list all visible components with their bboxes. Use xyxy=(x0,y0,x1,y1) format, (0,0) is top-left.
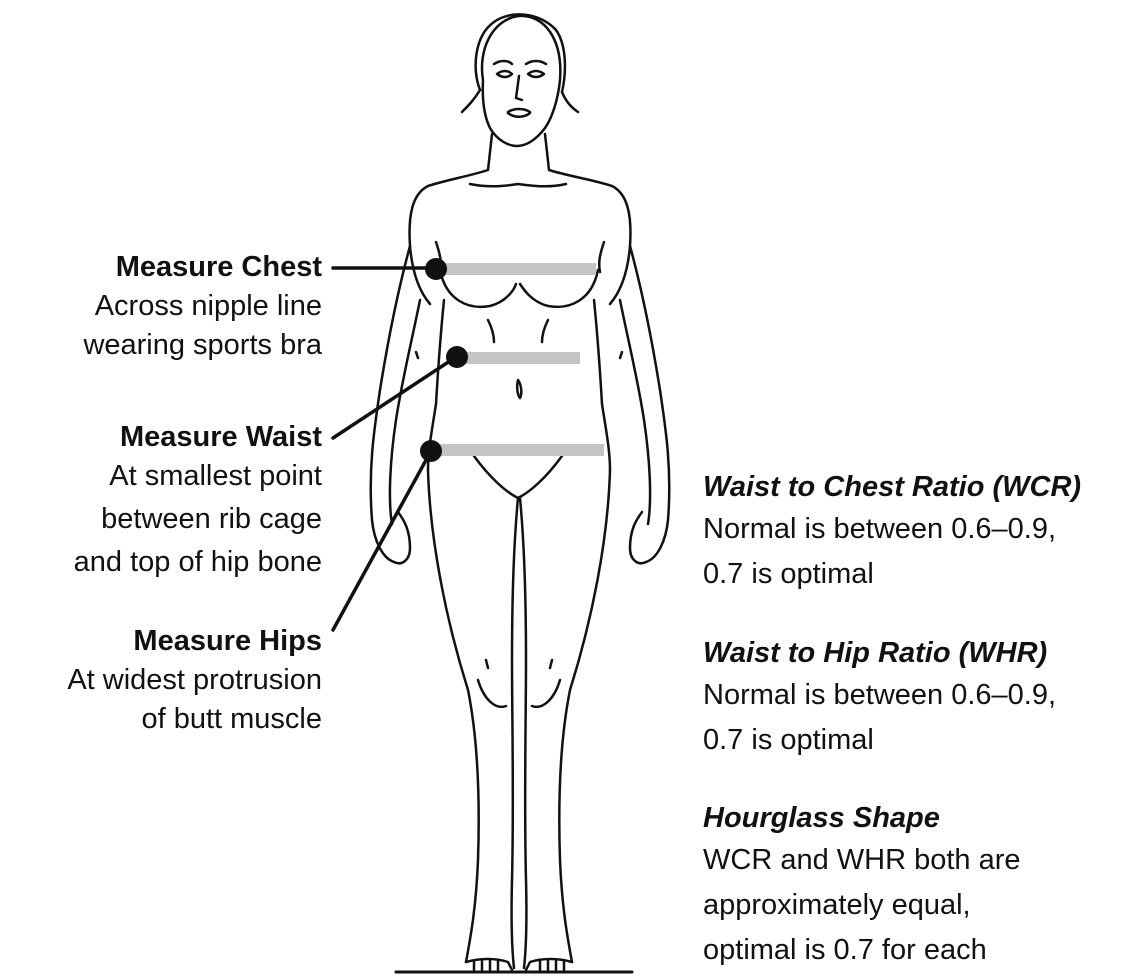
whr-desc-line: Normal is between 0.6–0.9, xyxy=(703,673,1133,718)
whr-title: Waist to Hip Ratio (WHR) xyxy=(703,633,1133,673)
chest-label: Measure Chest Across nipple line wearing… xyxy=(0,249,322,367)
waist-desc-line: between rib cage xyxy=(0,498,322,541)
torso-outline xyxy=(410,134,631,498)
hips-label: Measure Hips At widest protrusion of but… xyxy=(0,623,322,741)
whr-desc-line: 0.7 is optimal xyxy=(703,718,1133,763)
whr-info: Waist to Hip Ratio (WHR) Normal is betwe… xyxy=(703,633,1133,763)
waist-title: Measure Waist xyxy=(0,419,322,455)
waist-marker-dot xyxy=(446,346,468,368)
waist-desc-line: At smallest point xyxy=(0,455,322,498)
waist-desc-line: and top of hip bone xyxy=(0,541,322,584)
wcr-info: Waist to Chest Ratio (WCR) Normal is bet… xyxy=(703,467,1133,597)
waist-label: Measure Waist At smallest point between … xyxy=(0,419,322,584)
hourglass-info: Hourglass Shape WCR and WHR both are app… xyxy=(703,798,1133,973)
wcr-desc-line: 0.7 is optimal xyxy=(703,552,1133,597)
hourglass-desc-line: WCR and WHR both are xyxy=(703,838,1133,883)
arms-outline xyxy=(371,246,670,563)
chest-marker-dot xyxy=(425,258,447,280)
wcr-title: Waist to Chest Ratio (WCR) xyxy=(703,467,1133,507)
chest-title: Measure Chest xyxy=(0,249,322,285)
chest-desc-line: wearing sports bra xyxy=(0,324,322,367)
hourglass-desc-line: optimal is 0.7 for each xyxy=(703,928,1133,973)
legs-outline xyxy=(428,470,610,970)
chest-desc-line: Across nipple line xyxy=(0,285,322,328)
hips-desc-line: At widest protrusion xyxy=(0,659,322,702)
hips-leader-line xyxy=(333,451,431,630)
hourglass-title: Hourglass Shape xyxy=(703,798,1133,838)
hips-marker-dot xyxy=(420,440,442,462)
head-outline xyxy=(462,14,578,146)
wcr-desc-line: Normal is between 0.6–0.9, xyxy=(703,507,1133,552)
hips-desc-line: of butt muscle xyxy=(0,698,322,741)
hourglass-desc-line: approximately equal, xyxy=(703,883,1133,928)
hips-title: Measure Hips xyxy=(0,623,322,659)
